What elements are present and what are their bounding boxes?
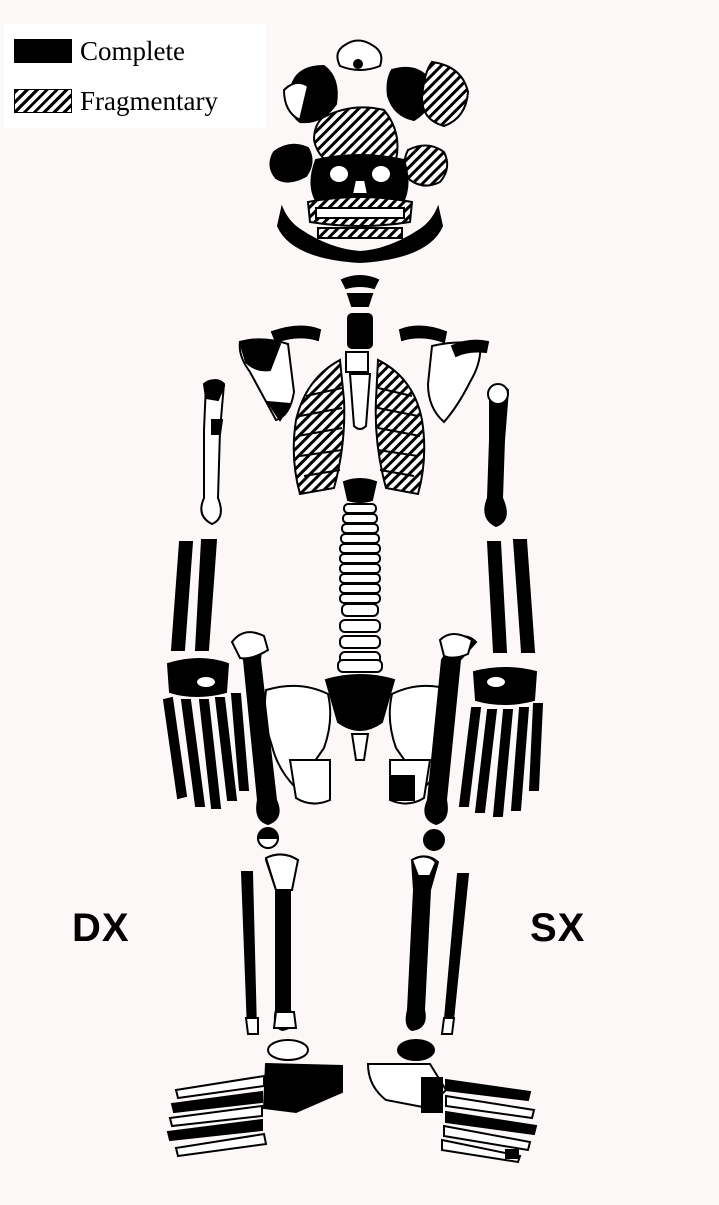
left-finger-2 [476,710,496,812]
right-patella-half [258,838,278,848]
left-scapula [428,342,480,422]
left-femur-head [440,634,472,658]
lumbar-vertebra-l1 [342,604,378,616]
thoracic-vertebra [340,544,380,553]
right-fibula-distal [246,1018,258,1034]
left-temporal-bone [404,145,447,185]
left-orbit [371,165,391,183]
axis [348,294,372,306]
lumbar-vertebra-l2 [340,620,380,632]
right-ulna [196,540,216,650]
skull [270,41,468,263]
thoracic-vertebra [342,524,378,533]
atlas [342,276,378,288]
left-hand-fingers [460,704,542,816]
left-finger-5 [530,704,542,790]
sacrum [326,675,394,730]
thoracic-vertebra [340,554,380,563]
left-humerus [485,386,508,526]
left-phalanx-complete [506,1150,518,1158]
left-talus [398,1040,434,1060]
thorax [294,360,425,494]
cervical-vertebrae [348,314,372,348]
thoracic-vertebra [341,534,379,543]
right-side-label: DX [72,906,130,951]
right-talus [268,1040,308,1060]
left-radius [488,542,506,652]
right-femur-head [232,632,268,658]
left-finger-4 [512,708,528,810]
left-cuboid [422,1078,442,1112]
pelvis [265,675,454,804]
right-foot [168,1040,342,1156]
occipital-fragment [354,60,362,68]
right-arm [168,380,228,696]
left-finger-3 [494,710,512,816]
left-carpal-absent [486,676,506,688]
left-finger-1 [460,708,480,806]
right-calcaneus [264,1064,342,1112]
spine [338,479,382,672]
lower-teeth [318,228,402,238]
thoracic-vertebra [340,564,380,573]
right-ischium [290,760,330,804]
left-tibia [407,856,438,1030]
left-arm [474,384,536,704]
left-humerus-head [488,384,508,404]
left-clavicle [400,326,446,342]
sternum [350,374,370,429]
left-patella [424,830,444,850]
right-carpal-absent [196,676,216,688]
right-finger-1 [164,698,186,798]
lumbar-vertebra-l3 [340,636,380,648]
coccyx [352,734,368,760]
right-tibia-distal [274,1012,296,1028]
nasal-aperture [352,180,368,194]
thoracic-vertebra [343,514,377,523]
left-fibula [444,874,468,1030]
upper-teeth [316,208,404,218]
right-radius [172,542,192,650]
cervical-region [342,276,378,348]
left-ulna [514,540,534,652]
left-pubis-complete [392,776,414,800]
thoracic-vertebra [344,504,376,513]
manubrium [346,352,368,372]
thoracic-vertebra-complete [344,479,376,502]
right-humerus [201,380,224,524]
lower-legs [242,854,468,1034]
right-finger-5 [232,694,248,790]
right-orbit [329,165,349,183]
thoracic-vertebra [340,584,380,593]
left-parietal-fragment [422,62,468,126]
right-tibia-head [266,854,298,890]
right-fibula [242,872,256,1030]
thoracic-vertebra [340,594,380,603]
right-humerus-distal [212,420,222,434]
right-hand-fingers [164,694,248,808]
left-fibula-distal [442,1018,454,1034]
right-temporal-bone [270,145,311,182]
thoracic-vertebra [340,574,380,583]
left-side-label: SX [530,906,585,951]
left-foot [368,1040,536,1162]
lumbar-vertebra-l5 [338,660,382,672]
right-clavicle [272,326,320,342]
